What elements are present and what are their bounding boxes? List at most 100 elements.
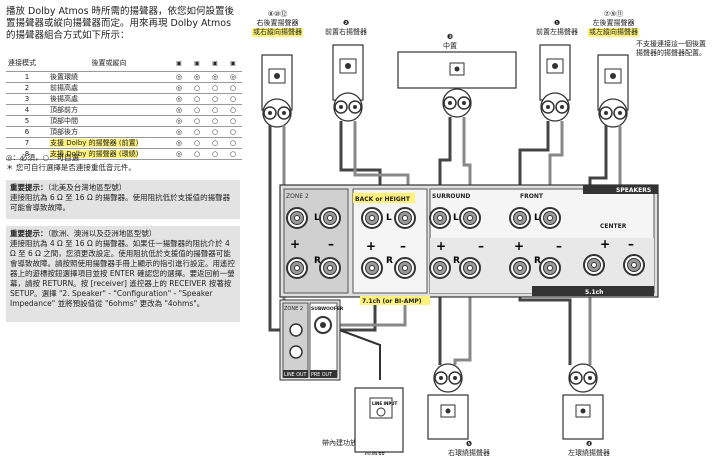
note-box-eu: 重要提示：（歐洲、澳洲以及亞洲地區型號） 連接阻抗為 4 Ω 至 16 Ω 的揚…: [6, 226, 240, 322]
surround-l: L: [453, 213, 459, 223]
row-number: 4: [6, 104, 48, 116]
speaker-front-right: [332, 44, 364, 101]
back-minus: –: [400, 239, 406, 253]
row-label: 後置環繞: [48, 71, 170, 83]
front-speaker-icon: ▣: [176, 60, 182, 67]
row-number: 8: [6, 148, 48, 160]
speaker-center: [397, 51, 517, 89]
speaker-surround-right: [427, 363, 469, 440]
row-label: 頂部前方: [48, 104, 170, 116]
row-mark: ○: [188, 148, 206, 160]
zone2-l: L: [314, 213, 320, 223]
row-mark: ○: [224, 126, 242, 138]
note-region: （歐洲、澳洲以及亞洲地區型號）: [47, 229, 157, 238]
speakers-label: SPEAKERS: [616, 187, 651, 194]
back-l: L: [386, 213, 392, 223]
row-number: 5: [6, 115, 48, 127]
row-mark: ○: [206, 148, 224, 160]
back-height-label: BACK or HEIGHT: [355, 196, 411, 203]
row-mark: ○: [224, 104, 242, 116]
row-label-text: 前揚高處: [50, 84, 78, 92]
back-plus: +: [366, 239, 376, 253]
label-line2: 或左縱向揚聲器: [588, 28, 639, 37]
row-label: 頂部後方: [48, 126, 170, 138]
label-num: ❶: [553, 19, 561, 27]
col-speakers: 後置或縱向: [48, 55, 170, 72]
row-mark: ○: [206, 93, 224, 105]
label-line1: 前置左揚聲器: [536, 28, 578, 36]
zone2-minus: –: [328, 237, 334, 251]
row-mark: ○: [188, 137, 206, 149]
legend-note: ＊ 您可自行選擇是否連接重低音元件。: [6, 163, 136, 172]
row-number: 1: [6, 71, 48, 83]
row-label-text: 頂部中間: [50, 117, 78, 125]
row-mark: ○: [206, 82, 224, 94]
label-line2: 或右縱向揚聲器: [252, 28, 303, 37]
row-mark: ◎: [170, 71, 188, 83]
center-plus: +: [600, 237, 610, 251]
row-label-text: 頂部前方: [50, 106, 78, 114]
label-center: ❸ 中置: [443, 33, 457, 51]
zone2-label: ZONE 2: [286, 193, 309, 200]
note-title: 重要提示：: [10, 229, 48, 238]
label-line1: 右環繞揚聲器: [448, 449, 490, 457]
label-num: ❸: [446, 33, 454, 41]
row-label: 支援 Dolby 的揚聲器 (環繞): [48, 148, 170, 160]
row-mark: ○: [188, 126, 206, 138]
front-l: L: [534, 213, 540, 223]
front-r: R: [534, 256, 541, 266]
row-label-text: 後置環繞: [50, 73, 78, 81]
label-back-left: ⑦⑨⑪ 左後置揚聲器 或左縱向揚聲器: [588, 10, 639, 37]
speaker-posts-top: [262, 88, 628, 128]
zone2-small-label: ZONE 2: [284, 306, 303, 312]
speaker-front-left: [539, 44, 571, 101]
row-mark: ○: [206, 104, 224, 116]
front-label: FRONT: [520, 193, 544, 200]
center-minus: –: [628, 237, 634, 251]
back-r: R: [386, 256, 393, 266]
row-mark: ○: [224, 93, 242, 105]
surround-minus: –: [478, 239, 484, 253]
label-front-right: ❷ 前置右揚聲器: [325, 19, 367, 37]
row-number: 2: [6, 82, 48, 94]
surround-speaker-icon: ▣: [212, 60, 218, 67]
row-number: 7: [6, 137, 48, 149]
row-mark: ○: [224, 115, 242, 127]
note-region: （北美及台灣地區型號）: [47, 183, 127, 192]
label-num: ❷: [342, 19, 350, 27]
row-label: 後揚高處: [48, 93, 170, 105]
row-mark: ◎: [206, 71, 224, 83]
row-mark: ◎: [170, 126, 188, 138]
label-unsupported: 不支援連接這一個後置揚聲器的揚聲器配置。: [636, 40, 706, 57]
row-label-text: 支援 Dolby 的揚聲器 (環繞): [50, 150, 139, 158]
label-front-left: ❶ 前置左揚聲器: [536, 19, 578, 37]
row-mark: ◎: [170, 93, 188, 105]
note-box-na: 重要提示：（北美及台灣地區型號） 連接阻抗為 6 Ω 至 16 Ω 的揚聲器。使…: [6, 180, 240, 219]
front-plus: +: [514, 239, 524, 253]
row-mark: ○: [224, 148, 242, 160]
speaker-surround-left: [562, 363, 604, 440]
row-mark: ◎: [170, 104, 188, 116]
label-line1: 右後置揚聲器: [256, 19, 299, 27]
row-label-text: 頂部後方: [50, 128, 78, 136]
five-ch-label: 5.1ch: [585, 289, 603, 296]
row-mark: ○: [188, 82, 206, 94]
row-mark: ○: [188, 115, 206, 127]
subwoofer-out-label: SUBWOOFER: [311, 306, 344, 312]
line-input-label: LINE INPUT: [372, 401, 398, 406]
row-mark: ◎: [188, 71, 206, 83]
label-back-right: ⑧⑩⑫ 右後置揚聲器 或右縱向揚聲器: [252, 10, 303, 37]
center-speaker-icon: ▣: [194, 60, 200, 67]
row-mark: ◎: [170, 137, 188, 149]
front-minus: –: [556, 239, 562, 253]
row-label: 頂部中間: [48, 115, 170, 127]
label-num: ❹: [585, 440, 593, 448]
